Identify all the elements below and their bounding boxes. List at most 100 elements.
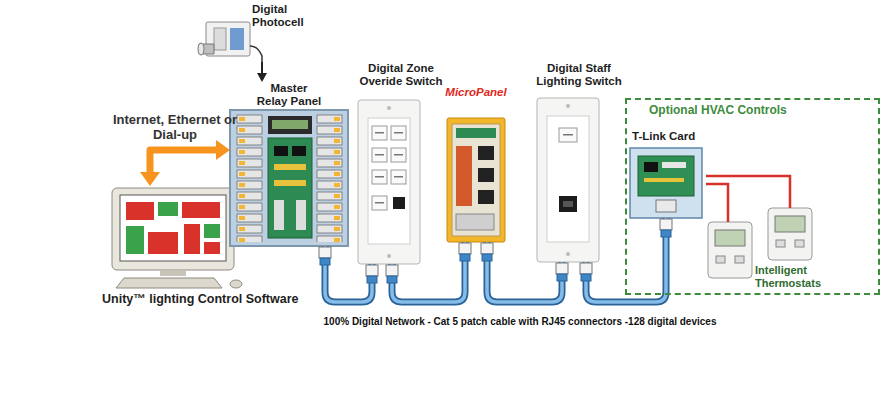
- cable-core: [392, 242, 465, 302]
- micropanel-picture: [478, 168, 494, 182]
- micropanel-picture: [456, 146, 472, 206]
- computer-picture: [120, 195, 226, 261]
- relay-panel-picture: [268, 116, 312, 134]
- label-group: MicroPanel: [443, 86, 509, 99]
- rj45-boot: [482, 254, 492, 261]
- relay-panel-picture: [274, 180, 306, 186]
- rj45-plug: [459, 243, 471, 254]
- device-label: Intelligent Thermostats: [755, 264, 835, 289]
- zone-switch-picture: [391, 148, 406, 162]
- label-group: Digital Zone Overide Switch: [355, 62, 447, 88]
- zone-switch-picture: [375, 176, 384, 178]
- connector-line: [261, 62, 263, 74]
- zone-switch-picture: [391, 170, 406, 184]
- zone-switch-picture: [394, 154, 403, 156]
- photocell-picture: [199, 44, 214, 54]
- computer-picture: [182, 202, 220, 218]
- rj45-boot: [581, 274, 591, 281]
- thermostat-picture: [716, 256, 725, 263]
- photocell-picture: [214, 28, 226, 50]
- staff-switch-picture: [537, 98, 599, 262]
- zone-switch: Digital Zone Overide Switch: [355, 62, 449, 264]
- device-label: Digital Zone Overide Switch: [355, 62, 447, 88]
- arrowhead: [140, 172, 160, 186]
- staff-switch-picture: [547, 116, 589, 242]
- computer-picture: [116, 278, 222, 288]
- thermostat-picture: [708, 222, 752, 278]
- relay-panel-picture: [230, 110, 348, 246]
- rj45-plug: [386, 265, 398, 276]
- computer-picture: [112, 188, 234, 270]
- rj45-boot: [557, 274, 567, 281]
- staff-switch: Digital Staff Lighting Switch: [533, 62, 627, 262]
- device-label: Unity™ lighting Control Software: [102, 292, 299, 306]
- label-group: Master Relay Panel: [254, 82, 324, 108]
- zone-switch-picture: [394, 132, 403, 134]
- relay-panel-picture: [292, 146, 306, 156]
- micropanel-picture: [447, 118, 505, 242]
- staff-switch-picture: [566, 252, 570, 256]
- zone-switch-picture: [368, 118, 410, 244]
- hvac-group: Optional HVAC ControlsT-Link CardIntelli…: [625, 98, 880, 295]
- network-cable: [319, 246, 378, 302]
- computer-picture: [204, 242, 220, 254]
- computer-picture: [126, 202, 154, 220]
- rj45-boot: [661, 230, 671, 237]
- thermostat-picture: [768, 208, 812, 260]
- computer-picture: [112, 188, 242, 288]
- staff-switch-picture: [559, 128, 577, 142]
- device-label: MicroPanel: [443, 86, 509, 99]
- t-link-card-picture: [630, 148, 702, 218]
- label-group: Optional HVAC Controls: [649, 104, 829, 118]
- computer-picture: [126, 226, 144, 254]
- t-link-card-picture: [662, 162, 686, 168]
- t-link-card-picture: [656, 200, 676, 212]
- micropanel: MicroPanel: [443, 86, 511, 242]
- photocell-picture: [250, 46, 262, 62]
- thermostat-picture: [795, 240, 804, 247]
- relay-panel: Master Relay Panel: [230, 82, 348, 246]
- zone-switch-picture: [358, 100, 420, 264]
- zone-switch-picture: [375, 154, 384, 156]
- cable-core: [487, 242, 562, 302]
- micropanel-picture: [478, 190, 494, 204]
- staff-switch-picture: [563, 134, 573, 136]
- cable-outline: [487, 242, 562, 302]
- zone-switch-picture: [393, 197, 405, 209]
- rj45-plug: [660, 219, 672, 230]
- relay-panel-picture: [274, 200, 284, 230]
- photocell: Digital Photocell: [196, 2, 314, 62]
- label-group: Digital Photocell: [252, 3, 312, 29]
- staff-switch-picture: [537, 98, 599, 262]
- rj45-boot: [367, 276, 377, 283]
- t-link-card-picture: [630, 148, 702, 218]
- zone-switch-picture: [372, 148, 387, 162]
- staff-switch-picture: [566, 104, 570, 108]
- zone-switch-picture: [358, 100, 420, 264]
- cable-core: [325, 246, 372, 302]
- zone-switch-picture: [387, 106, 391, 110]
- zone-switch-picture: [394, 176, 403, 178]
- label-group: Unity™ lighting Control Software: [102, 292, 299, 306]
- thermostat-picture: [776, 240, 785, 247]
- rj45-plug: [481, 243, 493, 254]
- rj45-plug: [366, 265, 378, 276]
- zone-switch-picture: [391, 126, 406, 140]
- connector-line: [150, 150, 217, 173]
- network-caption: 100% Digital Network - Cat 5 patch cable…: [324, 316, 717, 328]
- cable-outline: [325, 246, 372, 302]
- staff-switch-picture: [559, 196, 577, 212]
- relay-panel-picture: [274, 164, 306, 170]
- micropanel-picture: [447, 118, 505, 242]
- t-link-card-picture: [638, 156, 694, 196]
- thermostat-picture: [715, 230, 745, 246]
- t-link-card-picture: [644, 178, 684, 182]
- rj45-boot: [320, 258, 330, 265]
- relay-panel-picture: [230, 110, 348, 246]
- rj45-boot: [460, 254, 470, 261]
- photocell-picture: [230, 28, 244, 50]
- device-label: Optional HVAC Controls: [649, 104, 829, 118]
